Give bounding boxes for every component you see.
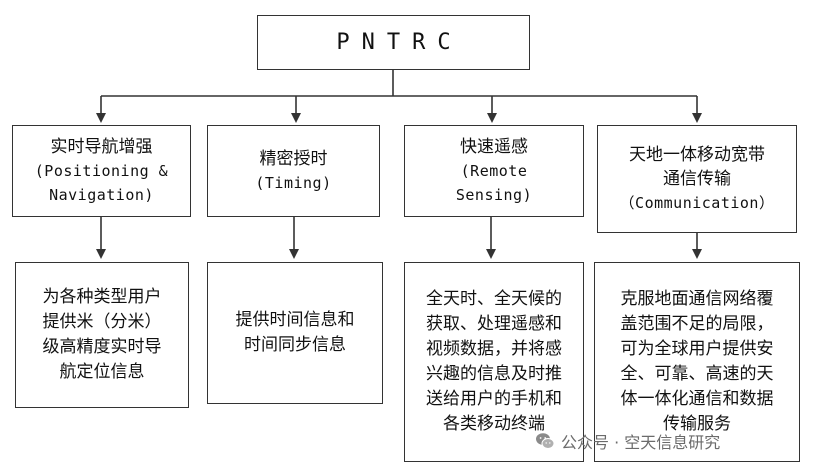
description-line: 为各种类型用户 [42,287,162,307]
description-line: 时间同步信息 [244,335,346,355]
branch-subtitle: (Positioning & [34,162,169,180]
description-line: 级高精度实时导 [42,337,162,357]
branch-title: 精密授时 [259,149,328,169]
root-node: PNTRC [257,15,530,70]
description-line: 体一体化通信和数据 [620,389,774,409]
description-box-timing: 提供时间信息和 时间同步信息 [207,262,383,404]
description-line: 全、可靠、高速的天 [620,364,774,384]
branch-subtitle: Sensing) [455,186,533,204]
description-box-communication: 克服地面通信网络覆 盖范围不足的局限， 可为全球用户提供安 全、可靠、高速的天 … [594,262,800,462]
branch-subtitle: (Remote [460,162,528,180]
description-line: 提供米（分米） [42,312,162,332]
description-line: 克服地面通信网络覆 [620,289,774,309]
branch-box-timing: 精密授时 (Timing) [207,125,380,217]
branch-subtitle: (Timing) [255,174,332,192]
description-line: 提供时间信息和 [235,310,355,330]
description-line: 各类移动终端 [443,414,545,434]
branch-title: 实时导航增强 [50,137,153,157]
description-line: 视频数据，并将感 [426,339,562,359]
branch-subtitle: （Communication） [619,194,775,212]
description-line: 全天时、全天候的 [426,289,562,309]
description-line: 可为全球用户提供安 [620,339,774,359]
description-box-positioning: 为各种类型用户 提供米（分米） 级高精度实时导 航定位信息 [15,262,189,408]
branch-box-communication: 天地一体移动宽带 通信传输 （Communication） [597,125,797,233]
description-box-remote-sensing: 全天时、全天候的 获取、处理遥感和 视频数据，并将感 兴趣的信息及时推 送给用户… [404,262,584,462]
watermark-text: 公众号 · 空天信息研究 [561,433,721,452]
description-line: 盖范围不足的局限， [620,314,774,334]
description-line: 送给用户的手机和 [426,389,562,409]
description-line: 获取、处理遥感和 [426,314,562,334]
branch-title: 天地一体移动宽带 [629,145,765,165]
description-line: 传输服务 [663,414,731,434]
watermark: 公众号 · 空天信息研究 [535,428,720,454]
branch-box-remote-sensing: 快速遥感 (Remote Sensing) [404,125,584,217]
branch-title: 快速遥感 [460,137,528,157]
branch-box-positioning: 实时导航增强 (Positioning & Navigation) [12,125,191,217]
wechat-icon [536,433,555,449]
description-line: 航定位信息 [59,362,145,382]
branch-subtitle: Navigation) [49,186,154,204]
root-title: PNTRC [336,30,463,55]
description-line: 兴趣的信息及时推 [426,364,562,384]
branch-title: 通信传输 [663,169,731,189]
